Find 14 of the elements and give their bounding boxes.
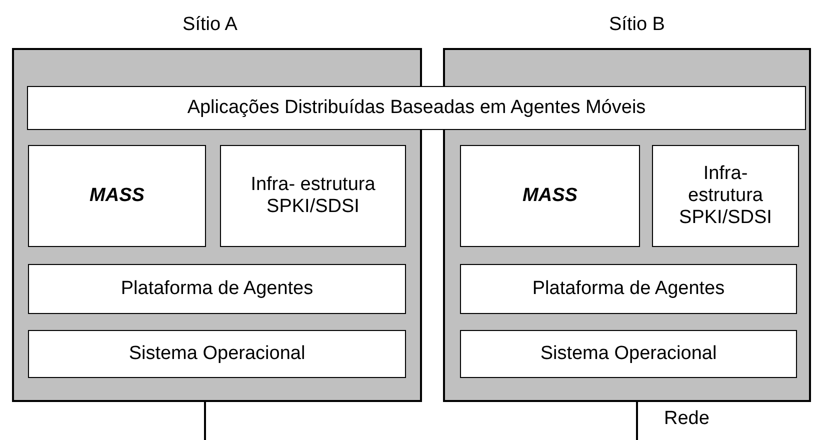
layer-box: Plataforma de Agentes <box>460 264 797 314</box>
network-label: Rede <box>664 408 710 430</box>
site-heading: Sítio B <box>608 14 666 36</box>
layer-band: Aplicações Distribuídas Baseadas em Agentes Móveis <box>27 86 806 130</box>
component-box: Infra- estrutura SPKI/SDSI <box>652 145 799 247</box>
network-line <box>204 402 206 440</box>
layer-box: Sistema Operacional <box>460 330 797 378</box>
component-box: MASS <box>28 145 206 247</box>
layer-box: Sistema Operacional <box>28 330 406 378</box>
network-line <box>636 402 638 440</box>
component-box: Infra- estrutura SPKI/SDSI <box>220 145 406 247</box>
component-box: MASS <box>460 145 640 247</box>
layer-box: Plataforma de Agentes <box>28 264 406 314</box>
site-heading: Sítio A <box>182 14 238 36</box>
